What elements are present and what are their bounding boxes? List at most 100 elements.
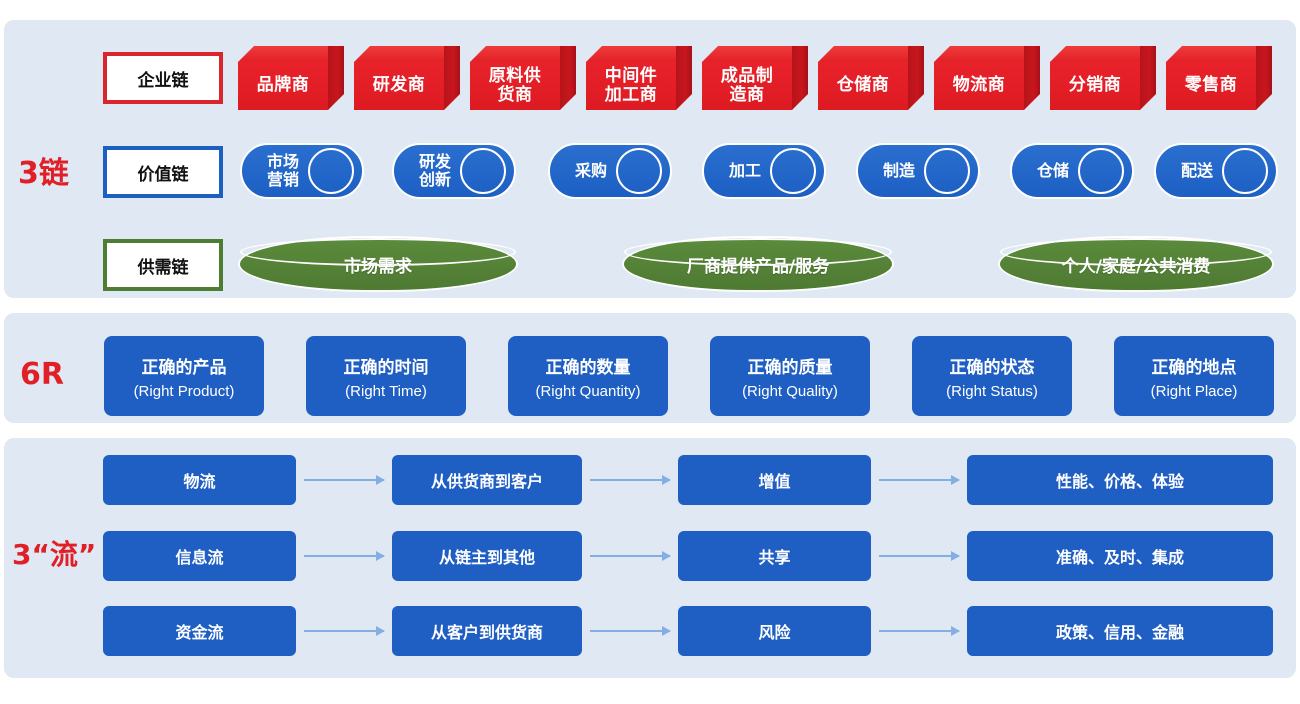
cylinder-cap bbox=[770, 148, 816, 194]
disc-lid bbox=[1000, 238, 1272, 266]
six-r-card[interactable]: 正确的产品 (Right Product) bbox=[104, 336, 264, 416]
cube-front-face: 仓储商 bbox=[818, 62, 908, 110]
value-chain-node-label: 加工 bbox=[728, 161, 761, 181]
flow-focus-box[interactable]: 风险 bbox=[678, 606, 871, 656]
cube-top-face bbox=[818, 46, 924, 62]
flow-direction-box[interactable]: 从供货商到客户 bbox=[392, 455, 582, 505]
flow-type-box[interactable]: 物流 bbox=[103, 455, 296, 505]
enterprise-chain-node[interactable]: 原料供货商 bbox=[470, 46, 576, 110]
cube-top-face bbox=[354, 46, 460, 62]
value-chain-node-label: 仓储 bbox=[1036, 161, 1069, 181]
enterprise-chain-node[interactable]: 研发商 bbox=[354, 46, 460, 110]
cylinder-cap bbox=[460, 148, 506, 194]
flow-arrow bbox=[879, 551, 960, 561]
chain-name-enterprise-text: 企业链 bbox=[137, 70, 189, 91]
flow-attributes-box[interactable]: 政策、信用、金融 bbox=[967, 606, 1273, 656]
value-chain-node[interactable]: 配送 bbox=[1154, 143, 1278, 199]
disc-lid bbox=[624, 238, 892, 266]
six-r-card-cn: 正确的状态 bbox=[949, 357, 1035, 378]
cylinder-cap bbox=[1222, 148, 1268, 194]
six-r-card-en: (Right Time) bbox=[345, 382, 427, 400]
chain-name-supply-demand: 供需链 bbox=[103, 239, 223, 291]
chain-name-value: 价值链 bbox=[103, 146, 223, 198]
six-r-card[interactable]: 正确的质量 (Right Quality) bbox=[710, 336, 870, 416]
flow-arrow bbox=[590, 551, 671, 561]
flow-attributes-box[interactable]: 性能、价格、体验 bbox=[967, 455, 1273, 505]
enterprise-chain-node[interactable]: 品牌商 bbox=[238, 46, 344, 110]
supply-demand-node-label: 个人/家庭/公共消费 bbox=[1061, 256, 1211, 277]
enterprise-chain-node[interactable]: 物流商 bbox=[934, 46, 1040, 110]
flow-arrow bbox=[590, 475, 671, 485]
value-chain-node[interactable]: 市场营销 bbox=[240, 143, 364, 199]
flow-arrow bbox=[304, 551, 385, 561]
value-chain-node[interactable]: 制造 bbox=[856, 143, 980, 199]
supply-demand-node[interactable]: 个人/家庭/公共消费 bbox=[998, 236, 1274, 292]
value-chain-node[interactable]: 采购 bbox=[548, 143, 672, 199]
cube-front-face: 成品制造商 bbox=[702, 62, 792, 110]
six-r-card-en: (Right Status) bbox=[946, 382, 1038, 400]
six-r-card-cn: 正确的时间 bbox=[343, 357, 429, 378]
supply-demand-node-label: 厂商提供产品/服务 bbox=[686, 256, 830, 277]
flow-direction-box[interactable]: 从链主到其他 bbox=[392, 531, 582, 581]
chain-name-value-text: 价值链 bbox=[137, 164, 189, 185]
flow-arrow bbox=[304, 626, 385, 636]
flow-arrow bbox=[304, 475, 385, 485]
value-chain-node[interactable]: 研发创新 bbox=[392, 143, 516, 199]
section-label-three-flows: 3“流” bbox=[12, 538, 97, 571]
supply-demand-node[interactable]: 市场需求 bbox=[238, 236, 518, 292]
cube-front-face: 零售商 bbox=[1166, 62, 1256, 110]
cube-side-face bbox=[1256, 46, 1272, 110]
cylinder-cap bbox=[308, 148, 354, 194]
six-r-card[interactable]: 正确的地点 (Right Place) bbox=[1114, 336, 1274, 416]
flow-attributes-box[interactable]: 准确、及时、集成 bbox=[967, 531, 1273, 581]
supply-demand-node-label: 市场需求 bbox=[344, 256, 412, 277]
value-chain-node[interactable]: 加工 bbox=[702, 143, 826, 199]
section-label-three-chains: 3链 bbox=[18, 156, 69, 191]
cube-side-face bbox=[328, 46, 344, 110]
value-chain-node-label: 制造 bbox=[882, 161, 915, 181]
value-chain-node-label: 配送 bbox=[1180, 161, 1213, 181]
section-label-six-r: 6R bbox=[20, 357, 64, 392]
cube-front-face: 研发商 bbox=[354, 62, 444, 110]
cube-side-face bbox=[908, 46, 924, 110]
cube-side-face bbox=[676, 46, 692, 110]
six-r-card[interactable]: 正确的数量 (Right Quantity) bbox=[508, 336, 668, 416]
flow-type-box[interactable]: 资金流 bbox=[103, 606, 296, 656]
cube-side-face bbox=[792, 46, 808, 110]
flow-type-box[interactable]: 信息流 bbox=[103, 531, 296, 581]
enterprise-chain-node[interactable]: 分销商 bbox=[1050, 46, 1156, 110]
flow-focus-box[interactable]: 共享 bbox=[678, 531, 871, 581]
six-r-card-en: (Right Product) bbox=[133, 382, 235, 400]
enterprise-chain-node[interactable]: 零售商 bbox=[1166, 46, 1272, 110]
enterprise-chain-node[interactable]: 成品制造商 bbox=[702, 46, 808, 110]
flow-focus-box[interactable]: 增值 bbox=[678, 455, 871, 505]
cylinder-cap bbox=[924, 148, 970, 194]
cube-side-face bbox=[560, 46, 576, 110]
supply-demand-node[interactable]: 厂商提供产品/服务 bbox=[622, 236, 894, 292]
cube-front-face: 分销商 bbox=[1050, 62, 1140, 110]
six-r-card-cn: 正确的地点 bbox=[1151, 357, 1237, 378]
chain-name-enterprise: 企业链 bbox=[103, 52, 223, 104]
cube-top-face bbox=[1166, 46, 1272, 62]
cube-front-face: 原料供货商 bbox=[470, 62, 560, 110]
value-chain-node-label: 采购 bbox=[574, 161, 607, 181]
six-r-card-en: (Right Quality) bbox=[742, 382, 838, 400]
enterprise-chain-node[interactable]: 仓储商 bbox=[818, 46, 924, 110]
flow-direction-box[interactable]: 从客户到供货商 bbox=[392, 606, 582, 656]
six-r-card-en: (Right Place) bbox=[1150, 382, 1238, 400]
six-r-card[interactable]: 正确的时间 (Right Time) bbox=[306, 336, 466, 416]
chain-name-supply-demand-text: 供需链 bbox=[137, 257, 189, 278]
cube-front-face: 中间件加工商 bbox=[586, 62, 676, 110]
cube-front-face: 品牌商 bbox=[238, 62, 328, 110]
six-r-card-cn: 正确的数量 bbox=[545, 357, 631, 378]
six-r-card-cn: 正确的产品 bbox=[141, 357, 227, 378]
cube-top-face bbox=[238, 46, 344, 62]
six-r-card[interactable]: 正确的状态 (Right Status) bbox=[912, 336, 1072, 416]
value-chain-node[interactable]: 仓储 bbox=[1010, 143, 1134, 199]
flow-arrow bbox=[879, 626, 960, 636]
cube-side-face bbox=[444, 46, 460, 110]
enterprise-chain-node[interactable]: 中间件加工商 bbox=[586, 46, 692, 110]
cube-top-face bbox=[470, 46, 576, 62]
flow-arrow bbox=[590, 626, 671, 636]
cube-top-face bbox=[934, 46, 1040, 62]
